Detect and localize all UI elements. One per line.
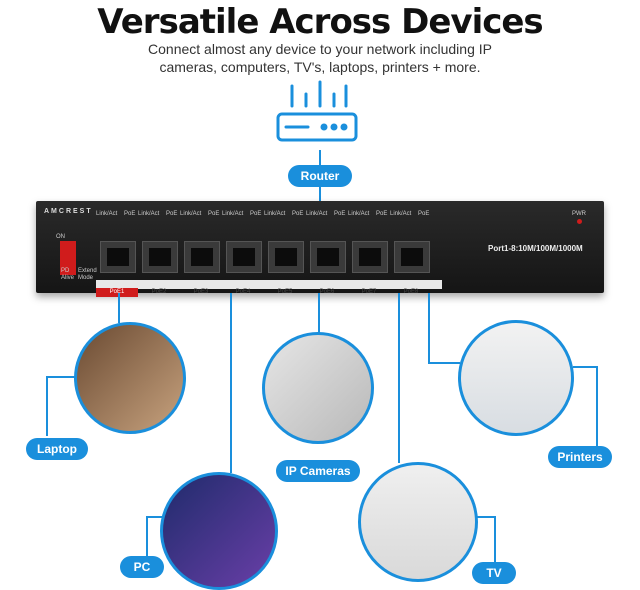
tv-photo (358, 462, 478, 582)
brand-logo: AMCREST (44, 208, 93, 215)
pc-label: PC (120, 556, 164, 578)
port-label: PoE7 (361, 289, 377, 295)
port-label: PoE6 (319, 289, 335, 295)
poe-label: PoE (208, 211, 220, 217)
printer-connector (573, 366, 597, 368)
pc-connector-v (146, 516, 148, 556)
pwr-led (577, 219, 582, 224)
printer-connector-v (596, 366, 598, 448)
poe-label: PoE (250, 211, 262, 217)
link-act-label: Link/Act (138, 211, 160, 217)
port-label-strip: PoE1 PoE2 PoE3 PoE4 PoE5 PoE6 PoE7 PoE8 (96, 280, 442, 297)
laptop-connector-v (46, 376, 48, 436)
subtitle-line-2: cameras, computers, TV's, laptops, print… (159, 59, 481, 75)
port-label: PoE1 (96, 288, 138, 297)
on-label: ON (56, 234, 65, 240)
router-icon (276, 80, 358, 142)
link-act-label: Link/Act (306, 211, 328, 217)
tv-connector (476, 516, 496, 518)
poe-label: PoE (166, 211, 178, 217)
port-label: PoE8 (403, 289, 419, 295)
ethernet-port[interactable] (142, 241, 178, 273)
page-title: Versatile Across Devices (97, 2, 543, 42)
ethernet-port[interactable] (394, 241, 430, 273)
port-label: PoE5 (277, 289, 293, 295)
ip-camera-photo (262, 332, 374, 444)
speed-label: Port1-8:10M/100M/1000M (488, 244, 583, 253)
router-link-line (319, 150, 321, 166)
link-act-label: Link/Act (348, 211, 370, 217)
poe-label: PoE (292, 211, 304, 217)
ethernet-port[interactable] (352, 241, 388, 273)
ethernet-port[interactable] (310, 241, 346, 273)
pwr-label: PWR (572, 211, 586, 217)
poe-label: PoE (334, 211, 346, 217)
tv-label: TV (472, 562, 516, 584)
port-label: PoE3 (193, 289, 209, 295)
tv-link-line (398, 293, 400, 463)
link-act-label: Link/Act (180, 211, 202, 217)
laptop-photo (74, 322, 186, 434)
pc-connector (146, 516, 162, 518)
link-act-label: Link/Act (222, 211, 244, 217)
dip-switch[interactable] (60, 241, 76, 275)
pc-photo (160, 472, 278, 590)
port-label: PoE2 (151, 289, 167, 295)
poe-label: PoE (418, 211, 430, 217)
ethernet-port[interactable] (268, 241, 304, 273)
poe-switch: AMCREST ON PD Alive Extend Mode PWR Port… (36, 201, 604, 297)
link-act-label: Link/Act (390, 211, 412, 217)
poe-label: PoE (376, 211, 388, 217)
page-subtitle: Connect almost any device to your networ… (0, 40, 640, 76)
tv-connector-v (494, 516, 496, 564)
extend-mode-label: Extend Mode (78, 268, 97, 281)
laptop-link-line (118, 293, 120, 323)
subtitle-line-1: Connect almost any device to your networ… (148, 41, 492, 57)
link-act-label: Link/Act (96, 211, 118, 217)
router-label: Router (288, 165, 352, 187)
pc-link-line (230, 293, 232, 473)
printer-link-line-h (428, 362, 460, 364)
port-label: PoE4 (235, 289, 251, 295)
ethernet-port[interactable] (184, 241, 220, 273)
laptop-connector (46, 376, 76, 378)
printer-link-line-v (428, 293, 430, 363)
ethernet-port[interactable] (100, 241, 136, 273)
link-act-label: Link/Act (264, 211, 286, 217)
printer-photo (458, 320, 574, 436)
laptop-label: Laptop (26, 438, 88, 460)
pd-alive-label: PD Alive (61, 268, 75, 281)
camera-link-line (318, 293, 320, 333)
ip-cameras-label: IP Cameras (276, 460, 360, 482)
printers-label: Printers (548, 446, 612, 468)
router-switch-line (319, 186, 321, 201)
poe-label: PoE (124, 211, 136, 217)
ethernet-port[interactable] (226, 241, 262, 273)
